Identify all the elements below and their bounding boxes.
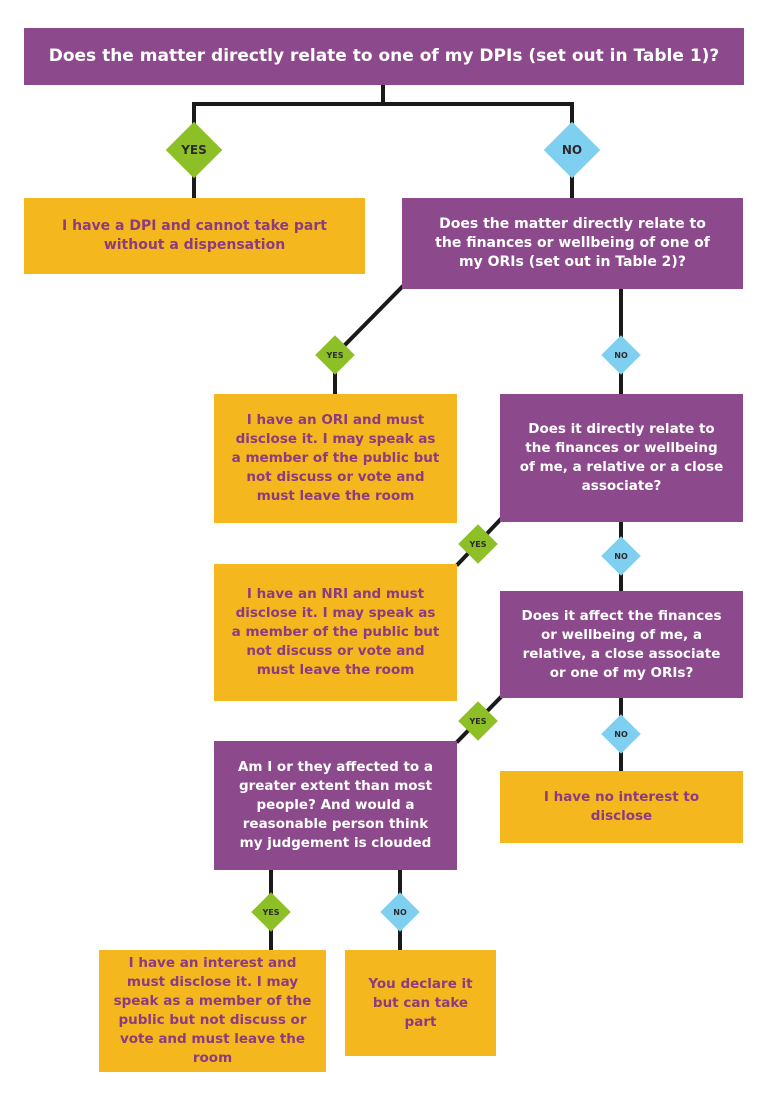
- answer-interest-text: I have an interest and must disclose it.…: [113, 955, 312, 1066]
- answer-ori-text: I have an: [246, 412, 322, 428]
- yes-diamond-greater-extent: YES: [251, 892, 291, 932]
- answer-no-interest: I have no interest to disclose: [500, 771, 743, 843]
- answer-nri-term: NRI: [321, 586, 349, 602]
- answer-ori-term: ORI: [321, 412, 349, 428]
- no-label: NO: [614, 350, 628, 360]
- answer-declare: You declare it but can take part: [345, 950, 496, 1056]
- answer-no-interest-text: I have no interest to disclose: [543, 789, 700, 824]
- no-diamond-affect: NO: [601, 714, 641, 754]
- answer-ori: I have an ORI and must disclose it. I ma…: [214, 394, 457, 523]
- no-label: NO: [393, 907, 407, 917]
- answer-interest: I have an interest and must disclose it.…: [99, 950, 326, 1072]
- question-dpi: Does the matter directly relate to one o…: [24, 28, 744, 85]
- no-diamond-own-finances: NO: [601, 536, 641, 576]
- no-diamond-greater-extent: NO: [380, 892, 420, 932]
- no-label: NO: [614, 551, 628, 561]
- yes-diamond-own-finances: YES: [458, 524, 498, 564]
- yes-diamond-dpi: YES: [165, 121, 223, 179]
- answer-declare-text: You declare it but can take part: [368, 975, 473, 1030]
- answer-nri-text: I have an: [246, 586, 322, 602]
- no-diamond-dpi: NO: [543, 121, 601, 179]
- no-label: NO: [561, 143, 583, 157]
- question-own-finances: Does it directly relate to the finances …: [500, 394, 743, 522]
- question-affect-text: Does it affect the finances or wellbeing…: [521, 607, 722, 681]
- yes-diamond-affect: YES: [458, 701, 498, 741]
- question-ori: Does the matter directly relate to the f…: [402, 198, 743, 289]
- answer-nri: I have an NRI and must disclose it. I ma…: [214, 564, 457, 701]
- question-affect-term: ORIs: [650, 664, 686, 681]
- question-affect-text-end: ?: [685, 664, 694, 681]
- yes-label: YES: [469, 539, 487, 549]
- question-ori-text: Does the matter directly relate to the f…: [435, 216, 710, 270]
- yes-label: YES: [181, 143, 207, 157]
- question-own-finances-text: Does it directly relate to the finances …: [519, 421, 724, 494]
- question-greater-extent-text: Am I or they affected to a greater exten…: [237, 759, 433, 851]
- yes-diamond-ori: YES: [315, 335, 355, 375]
- question-affect-finances: Does it affect the finances or wellbeing…: [500, 591, 743, 698]
- question-dpi-text-end: (set out in Table 1)?: [522, 46, 720, 66]
- answer-ori-text-end: and must disclose it. I may speak as a m…: [231, 412, 440, 504]
- answer-dpi: I have a DPI and cannot take part withou…: [24, 198, 365, 274]
- question-dpi-term: DPIs: [479, 46, 523, 66]
- question-dpi-text: Does the matter directly relate to one o…: [48, 46, 480, 66]
- yes-label: YES: [326, 350, 344, 360]
- yes-label: YES: [469, 716, 487, 726]
- question-greater-extent: Am I or they affected to a greater exten…: [214, 741, 457, 870]
- answer-dpi-text: I have a DPI and cannot take part withou…: [62, 218, 327, 253]
- no-label: NO: [614, 729, 628, 739]
- answer-nri-text-end: and must disclose it. I may speak as a m…: [231, 586, 440, 678]
- yes-label: YES: [262, 907, 280, 917]
- no-diamond-ori: NO: [601, 335, 641, 375]
